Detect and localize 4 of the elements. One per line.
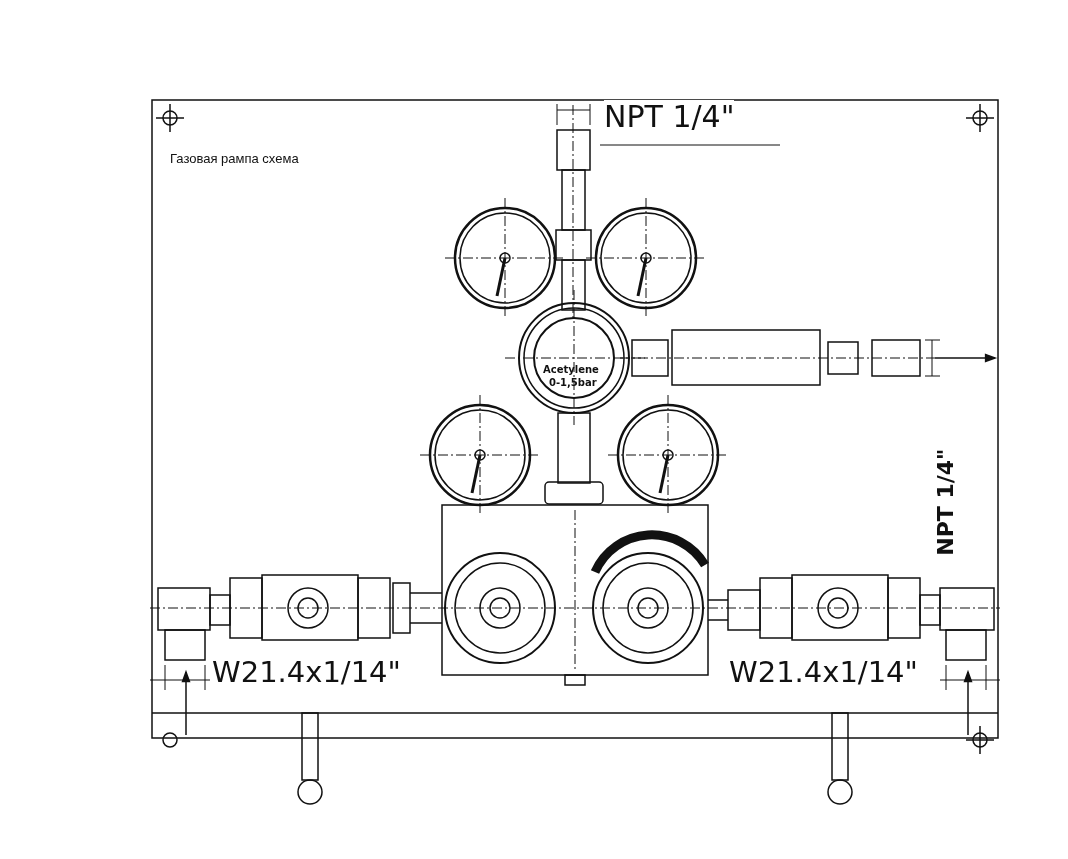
thread-size-label: NPT 1/4" <box>604 100 735 133</box>
gas-type-label: Acetylene <box>543 364 599 375</box>
drawing-title: Газовая рампа схема <box>170 152 299 167</box>
pressure-range-label: 0-1,5bar <box>549 377 597 388</box>
